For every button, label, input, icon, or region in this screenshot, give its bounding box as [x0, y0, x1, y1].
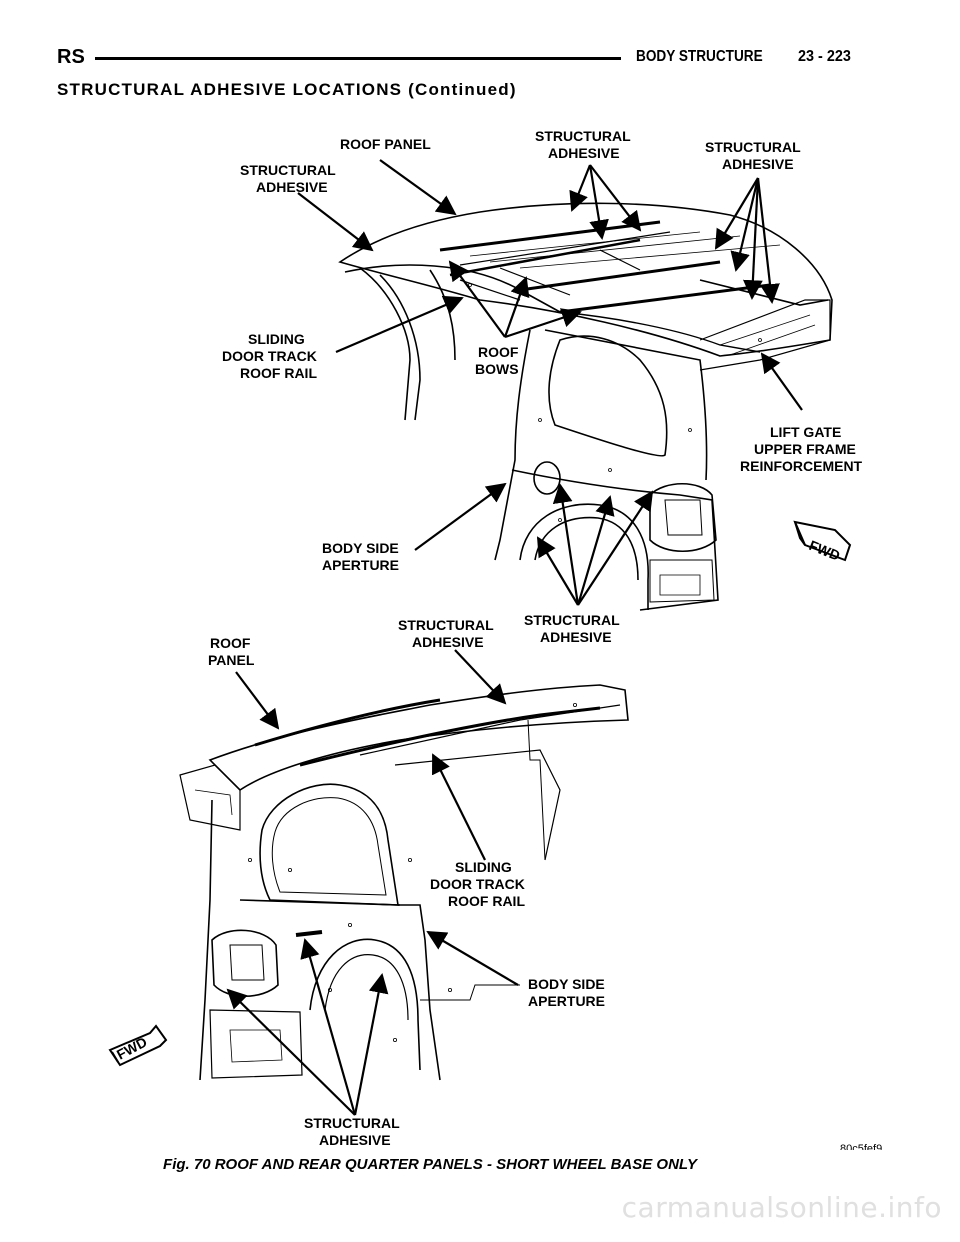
watermark-text: carmanualsonline.info	[621, 1191, 942, 1224]
label-roof-bows-1: ROOF	[478, 344, 519, 360]
roof-quarter-panel-figure: FWD ROOF PANEL STRUCTURAL ADHESIVE STRUC…	[108, 128, 882, 1150]
label-structural-adhesive-mid-2: ADHESIVE	[548, 145, 620, 161]
upper-vehicle-drawing	[338, 202, 833, 611]
label-lift-gate-3: REINFORCEMENT	[740, 458, 863, 474]
label-bottom-structural-adhesive-top-2: ADHESIVE	[412, 634, 484, 650]
label-structural-adhesive-left-2: ADHESIVE	[256, 179, 328, 195]
label-lift-gate-1: LIFT GATE	[770, 424, 841, 440]
label-sliding-door-track-3: ROOF RAIL	[240, 365, 317, 381]
lower-leader-arrows	[226, 649, 519, 1116]
header-page-number: 23 - 223	[798, 48, 851, 65]
label-structural-adhesive-bottom-1: STRUCTURAL	[524, 612, 620, 628]
label-bottom-body-side-1: BODY SIDE	[528, 976, 605, 992]
figure-caption: Fig. 70 ROOF AND REAR QUARTER PANELS - S…	[0, 1156, 960, 1173]
page-header: RS BODY STRUCTURE 23 - 223 STRUCTURAL AD…	[0, 0, 960, 110]
label-structural-adhesive-left-1: STRUCTURAL	[240, 162, 336, 178]
label-bottom-sliding-door-1: SLIDING	[455, 859, 512, 875]
upper-callout-labels: ROOF PANEL STRUCTURAL ADHESIVE STRUCTURA…	[222, 128, 863, 645]
fwd-arrow-bottom: FWD	[108, 1024, 168, 1067]
label-bottom-body-side-2: APERTURE	[528, 993, 605, 1009]
label-roof-bows-2: BOWS	[475, 361, 519, 377]
label-bottom-structural-adhesive-2: ADHESIVE	[319, 1132, 391, 1148]
label-structural-adhesive-bottom-2: ADHESIVE	[540, 629, 612, 645]
label-roof-1: ROOF	[210, 635, 251, 651]
label-sliding-door-track-2: DOOR TRACK	[222, 348, 317, 364]
header-section: BODY STRUCTURE	[636, 48, 763, 65]
label-sliding-door-track-1: SLIDING	[248, 331, 305, 347]
label-body-side-aperture-2: APERTURE	[322, 557, 399, 573]
lower-vehicle-drawing	[179, 684, 629, 1081]
label-roof-panel: ROOF PANEL	[340, 136, 431, 152]
fwd-arrow-top: FWD	[793, 520, 852, 564]
image-code: 80c5fef9	[840, 1143, 882, 1150]
header-code: RS	[57, 46, 85, 68]
label-lift-gate-2: UPPER FRAME	[754, 441, 856, 457]
section-title: STRUCTURAL ADHESIVE LOCATIONS (Continued…	[57, 80, 517, 99]
label-bottom-structural-adhesive-top-1: STRUCTURAL	[398, 617, 494, 633]
label-structural-adhesive-mid-1: STRUCTURAL	[535, 128, 631, 144]
upper-leader-arrows	[297, 159, 803, 606]
label-roof-2: PANEL	[208, 652, 255, 668]
label-structural-adhesive-right-1: STRUCTURAL	[705, 139, 801, 155]
figure-caption-text: Fig. 70 ROOF AND REAR QUARTER PANELS - S…	[163, 1156, 697, 1173]
label-structural-adhesive-right-2: ADHESIVE	[722, 156, 794, 172]
lower-callout-labels: ROOF PANEL STRUCTURAL ADHESIVE SLIDING D…	[208, 617, 882, 1150]
label-bottom-sliding-door-2: DOOR TRACK	[430, 876, 525, 892]
watermark: carmanualsonline.info	[0, 1172, 960, 1242]
header-rule	[95, 57, 621, 60]
label-body-side-aperture-1: BODY SIDE	[322, 540, 399, 556]
label-bottom-sliding-door-3: ROOF RAIL	[448, 893, 525, 909]
label-bottom-structural-adhesive-1: STRUCTURAL	[304, 1115, 400, 1131]
